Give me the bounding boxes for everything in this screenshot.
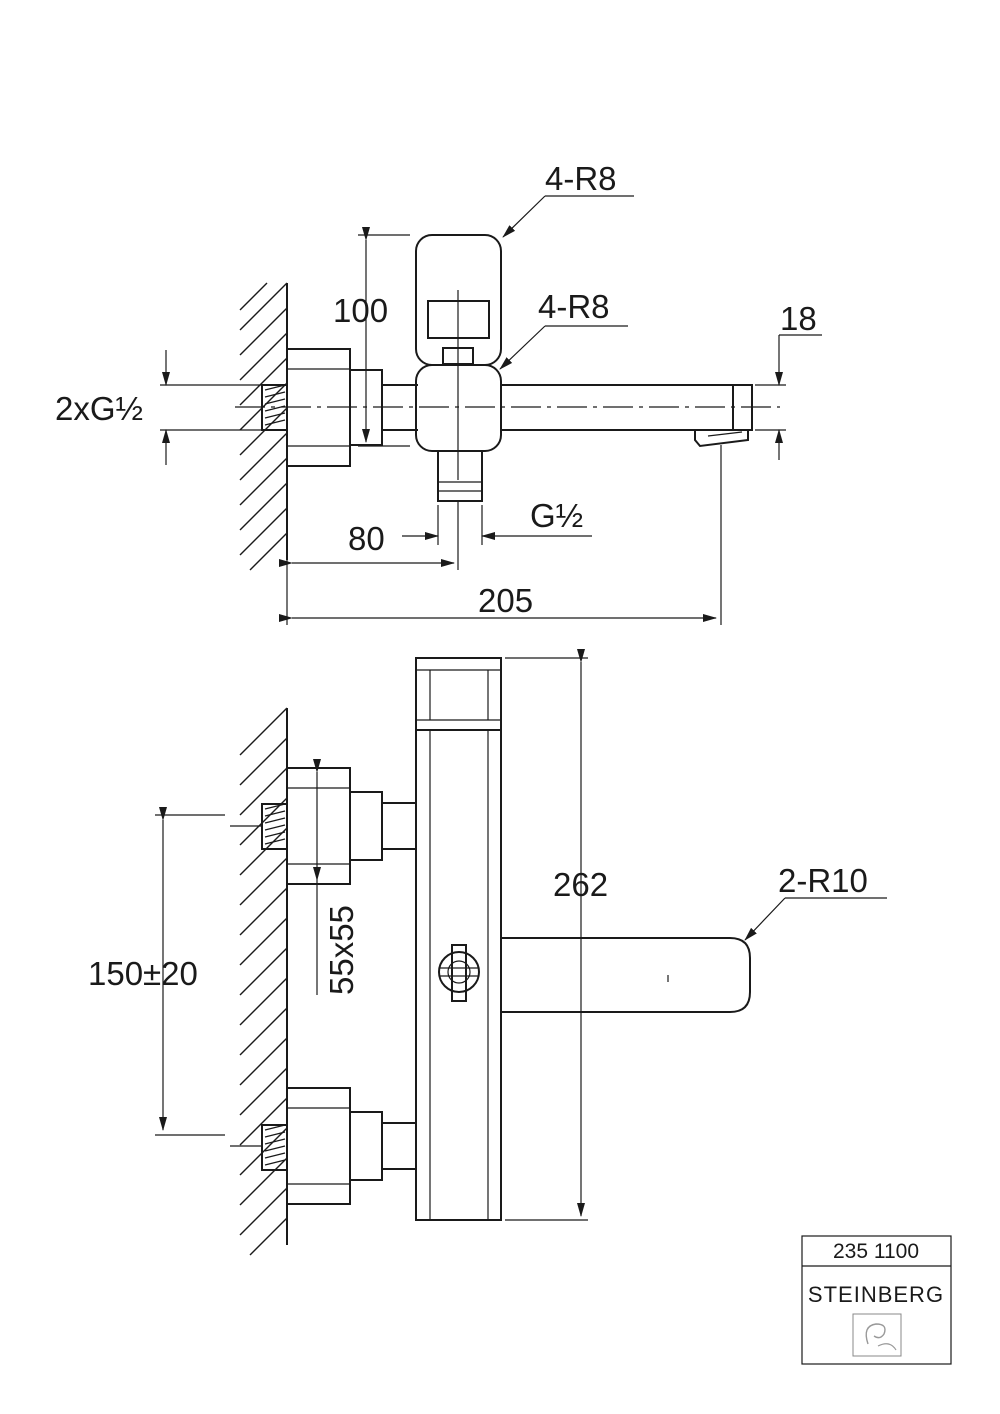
aerator bbox=[694, 429, 749, 448]
dim-height-100: 100 bbox=[333, 292, 388, 329]
diverter-knob bbox=[438, 944, 480, 1002]
brand-name: STEINBERG bbox=[808, 1282, 944, 1307]
outlet-stub bbox=[437, 450, 483, 502]
article-number: 235 1100 bbox=[833, 1240, 919, 1263]
connector-upper bbox=[261, 767, 416, 885]
connector-lower bbox=[261, 1087, 416, 1205]
dim-connector-55x55: 55x55 bbox=[323, 905, 360, 995]
spout-top bbox=[501, 384, 753, 431]
dim-height-262: 262 bbox=[553, 866, 608, 903]
label-radius-lower: 4-R8 bbox=[538, 288, 610, 325]
front-view: 2-R10 262 55x55 150±20 bbox=[88, 649, 887, 1256]
lever-handle bbox=[501, 937, 751, 1013]
dim-inlet-offset-80: 80 bbox=[348, 520, 385, 557]
title-block: 235 1100 STEINBERG bbox=[801, 1235, 952, 1365]
wall-front bbox=[239, 707, 288, 1256]
wall-top bbox=[239, 282, 288, 571]
label-lever-radius: 2-R10 bbox=[778, 862, 868, 899]
brand-logo-icon bbox=[852, 1313, 902, 1357]
label-radius-upper: 4-R8 bbox=[545, 160, 617, 197]
top-view: 100 4-R8 4-R8 18 2xG½ G½ 80 bbox=[55, 160, 822, 625]
dim-outlet-thread: G½ bbox=[530, 497, 583, 534]
dim-spout-18: 18 bbox=[780, 300, 817, 337]
dim-overall-205: 205 bbox=[478, 582, 533, 619]
dim-inlet-threads: 2xG½ bbox=[55, 390, 143, 427]
dim-inlet-spacing: 150±20 bbox=[88, 955, 198, 992]
